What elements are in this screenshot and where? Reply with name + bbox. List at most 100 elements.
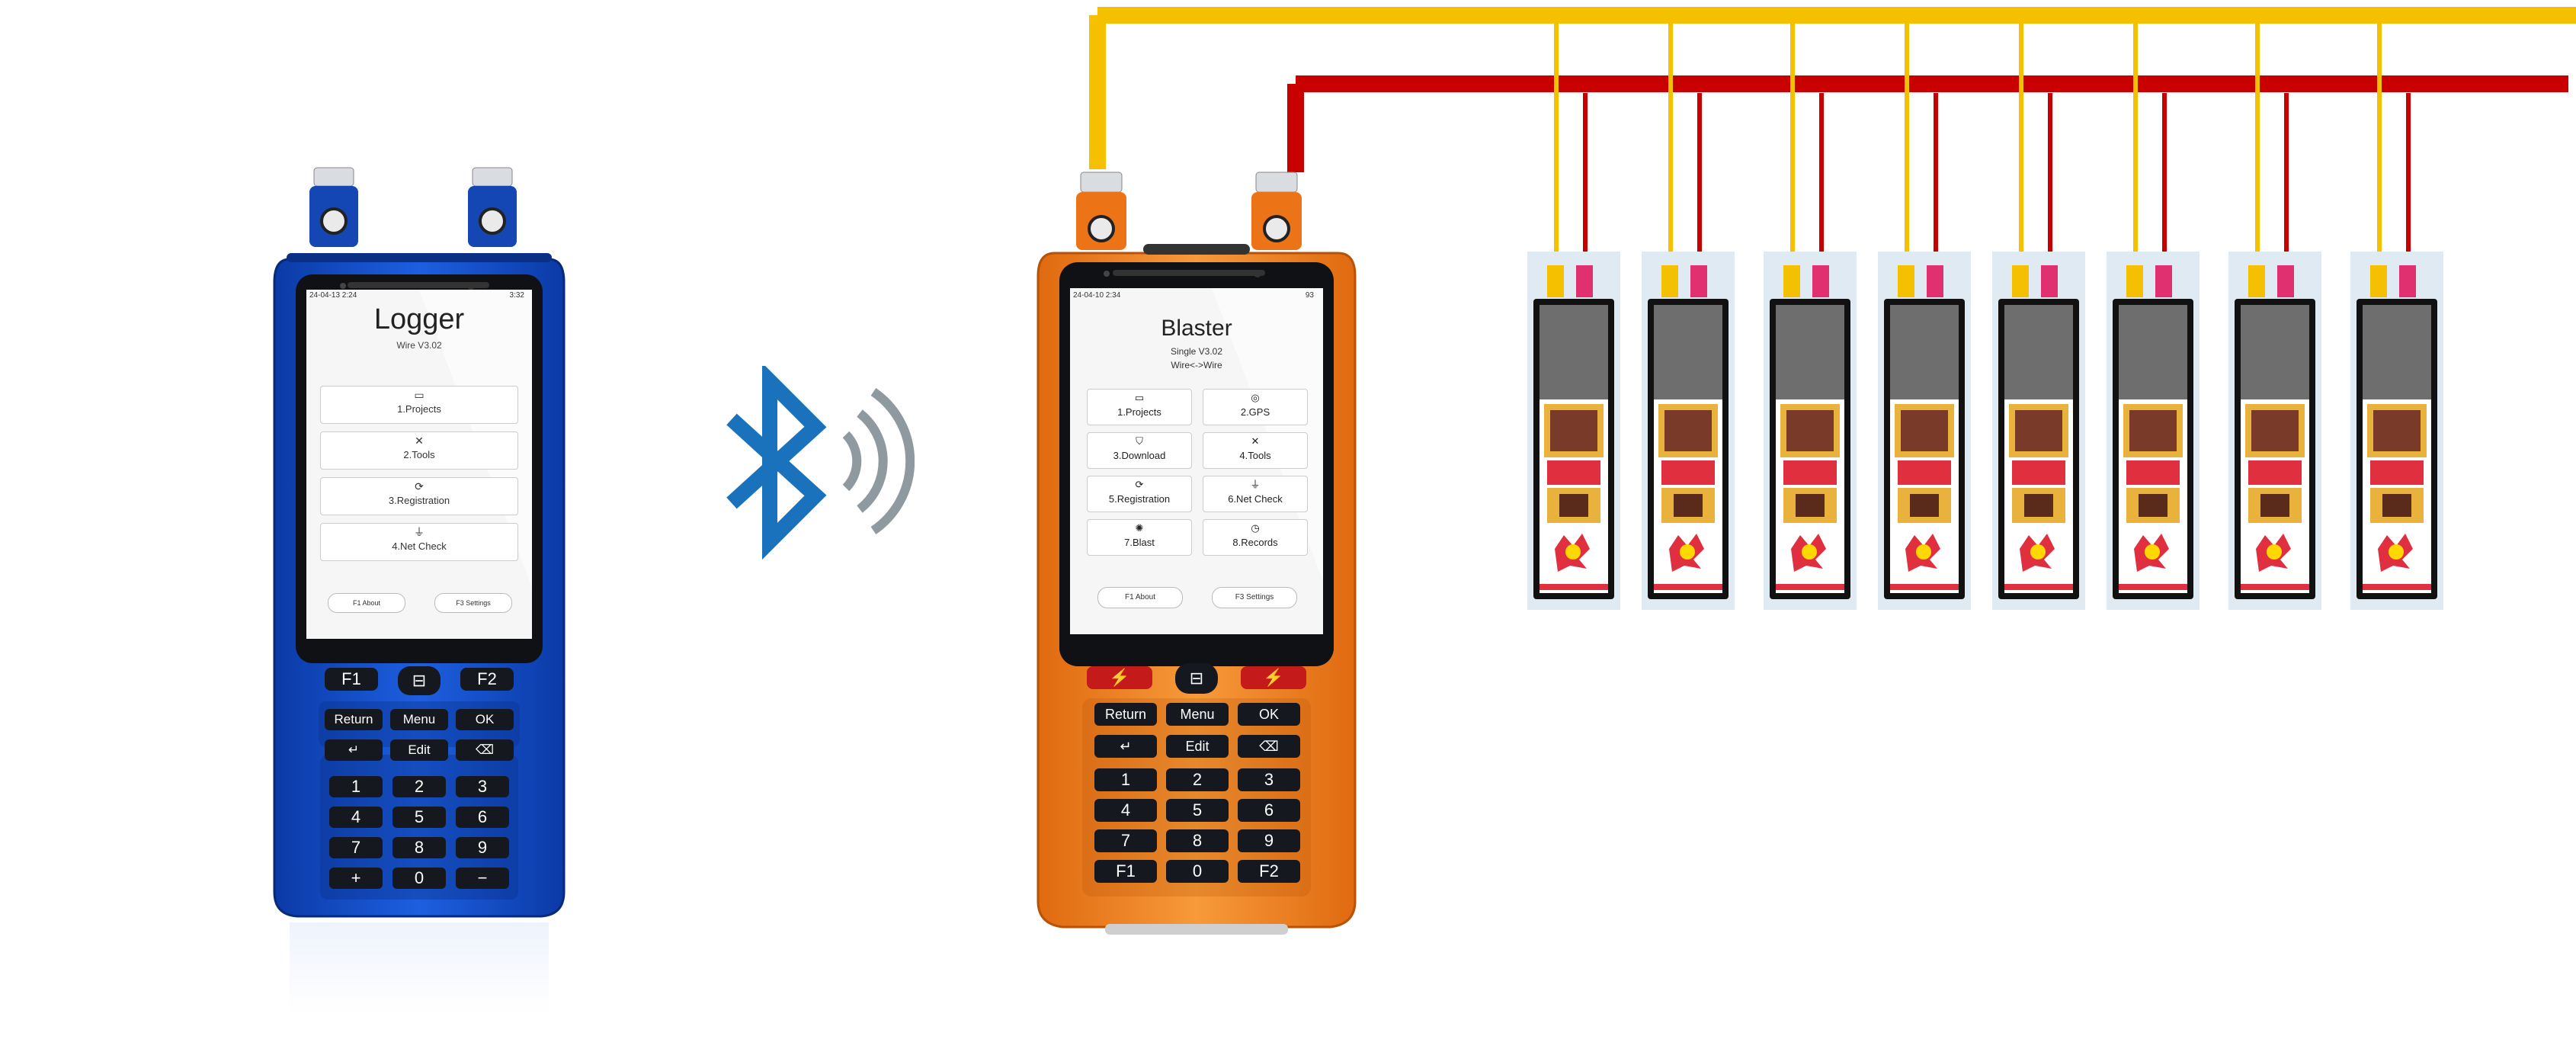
- logger-key-7[interactable]: 7: [329, 837, 383, 858]
- blaster-key-2[interactable]: 2: [1166, 768, 1229, 791]
- logger-key-return[interactable]: Return: [325, 709, 383, 730]
- logger-status-right: 3:32: [509, 291, 524, 300]
- signal-wave-large: [870, 388, 915, 534]
- bluetooth-icon: [726, 366, 915, 560]
- blaster-key-return[interactable]: Return: [1094, 703, 1157, 726]
- blaster-menu-gps[interactable]: ◎ 2.GPS: [1203, 389, 1308, 425]
- detonator-3: [1764, 15, 1857, 610]
- logger-key-0[interactable]: 0: [392, 868, 446, 889]
- detonator-8: [2350, 15, 2443, 610]
- tools-icon: ✕: [1251, 435, 1260, 447]
- logger-key-ok[interactable]: OK: [456, 709, 514, 730]
- logger-key-nav[interactable]: ⊟: [398, 666, 441, 695]
- detonator-7: [2228, 15, 2321, 610]
- blaster-key-8[interactable]: 8: [1166, 829, 1229, 852]
- folder-icon: ▭: [414, 389, 425, 401]
- blaster-key-edit[interactable]: Edit: [1166, 735, 1229, 758]
- blaster-menu-registration[interactable]: ⟳ 5.Registration: [1087, 476, 1192, 512]
- blaster-key-f2[interactable]: F2: [1238, 860, 1300, 883]
- blaster-soft-key-left[interactable]: F1 About: [1097, 587, 1183, 608]
- net-check-icon: ⏚: [414, 526, 425, 538]
- logger-status-time: 24-04-13 2:24: [309, 291, 357, 300]
- logger-title: Logger: [373, 303, 465, 335]
- blaster-menu-label: 4.Tools: [1239, 450, 1271, 461]
- logger-device: 24-04-13 2:24 3:32 Logger Wire V3.02 ▭ 1…: [267, 160, 572, 922]
- blaster-menu: ▭ 1.Projects ◎ 2.GPS ⛉ 3.Download ✕ 4.To…: [1087, 389, 1308, 556]
- blaster-key-1[interactable]: 1: [1094, 768, 1157, 791]
- blaster-status-right: 93: [1305, 291, 1314, 300]
- blaster-key-6[interactable]: 6: [1238, 799, 1300, 822]
- blaster-title: Blaster: [1161, 316, 1232, 341]
- logger-key-4[interactable]: 4: [329, 807, 383, 828]
- logger-key-f1[interactable]: F1: [325, 668, 378, 691]
- nav-pad-icon: ⊟: [1189, 669, 1204, 688]
- blaster-key-3[interactable]: 3: [1238, 768, 1300, 791]
- logger-key-6[interactable]: 6: [456, 807, 509, 828]
- blaster-key-7[interactable]: 7: [1094, 829, 1157, 852]
- blaster-key-4[interactable]: 4: [1094, 799, 1157, 822]
- logger-key-9[interactable]: 9: [456, 837, 509, 858]
- logger-key-f2[interactable]: F2: [460, 668, 514, 691]
- blaster-soft-key-right[interactable]: F3 Settings: [1212, 587, 1297, 608]
- gps-icon: ◎: [1251, 392, 1260, 403]
- logger-key-enter[interactable]: ↵: [325, 739, 383, 761]
- logger-menu-label: 4.Net Check: [392, 540, 447, 552]
- logger-key-edit[interactable]: Edit: [390, 739, 448, 761]
- blaster-menu-projects[interactable]: ▭ 1.Projects: [1087, 389, 1192, 425]
- logger-menu-tools[interactable]: ✕ 2.Tools: [320, 431, 518, 470]
- blaster-key-5[interactable]: 5: [1166, 799, 1229, 822]
- blaster-key-menu[interactable]: Menu: [1166, 703, 1229, 726]
- nav-pad-icon: ⊟: [412, 671, 427, 690]
- logger-key-2[interactable]: 2: [392, 776, 446, 797]
- blaster-menu-label: 6.Net Check: [1228, 493, 1283, 505]
- lightning-icon: ⚡: [1109, 668, 1130, 687]
- blast-icon: ✺: [1135, 522, 1144, 534]
- blaster-key-backspace[interactable]: ⌫: [1238, 735, 1300, 758]
- blaster-menu-download[interactable]: ⛉ 3.Download: [1087, 432, 1192, 469]
- logger-key-minus[interactable]: −: [456, 868, 509, 889]
- blaster-key-nav[interactable]: ⊟: [1175, 663, 1218, 694]
- logger-key-menu[interactable]: Menu: [390, 709, 448, 730]
- records-icon: ◷: [1251, 522, 1260, 534]
- blaster-keypad: ⚡ ⊟ ⚡ Return Menu OK ↵ Edit ⌫ 1 2 3 4 5 …: [1029, 169, 1364, 939]
- detonator-6: [2107, 15, 2200, 610]
- logger-soft-key-left[interactable]: F1 About: [328, 593, 405, 613]
- logger-menu-projects[interactable]: ▭ 1.Projects: [320, 386, 518, 424]
- blaster-menu-label: 5.Registration: [1108, 493, 1171, 505]
- blaster-menu-label: 1.Projects: [1117, 406, 1161, 418]
- logger-menu-registration[interactable]: ⟳ 3.Registration: [320, 477, 518, 515]
- blaster-menu-tools[interactable]: ✕ 4.Tools: [1203, 432, 1308, 469]
- blaster-key-0[interactable]: 0: [1166, 860, 1229, 883]
- logger-key-3[interactable]: 3: [456, 776, 509, 797]
- blaster-menu-net-check[interactable]: ⏚ 6.Net Check: [1203, 476, 1308, 512]
- logger-menu-label: 1.Projects: [397, 403, 441, 415]
- logger-menu-label: 2.Tools: [403, 449, 435, 460]
- logger-subtitle: Wire V3.02: [396, 340, 442, 351]
- logger-key-plus[interactable]: +: [329, 868, 383, 889]
- logger-key-5[interactable]: 5: [392, 807, 446, 828]
- logger-status-bar: 24-04-13 2:24 3:32: [309, 291, 529, 302]
- blaster-menu-label: 3.Download: [1113, 450, 1166, 461]
- backspace-icon: ⌫: [1259, 739, 1279, 754]
- blaster-status-bar: 24-04-10 2:34 93: [1073, 291, 1318, 302]
- blaster-menu-records[interactable]: ◷ 8.Records: [1203, 519, 1308, 556]
- logger-key-1[interactable]: 1: [329, 776, 383, 797]
- enter-icon: ↵: [1120, 739, 1132, 754]
- blaster-key-f1[interactable]: F1: [1094, 860, 1157, 883]
- blaster-status-time: 24-04-10 2:34: [1073, 291, 1121, 300]
- blaster-key-enter[interactable]: ↵: [1094, 735, 1157, 758]
- blaster-menu-blast[interactable]: ✺ 7.Blast: [1087, 519, 1192, 556]
- blaster-fire-left-button[interactable]: ⚡: [1087, 666, 1152, 689]
- blaster-key-ok[interactable]: OK: [1238, 703, 1300, 726]
- logger-soft-key-right[interactable]: F3 Settings: [434, 593, 512, 613]
- registration-icon: ⟳: [415, 480, 424, 492]
- logger-menu-net-check[interactable]: ⏚ 4.Net Check: [320, 523, 518, 561]
- blaster-key-9[interactable]: 9: [1238, 829, 1300, 852]
- blaster-fire-right-button[interactable]: ⚡: [1241, 666, 1306, 689]
- signal-wave-small: [842, 431, 862, 492]
- logger-key-8[interactable]: 8: [392, 837, 446, 858]
- logger-key-backspace[interactable]: ⌫: [456, 739, 514, 761]
- folder-icon: ▭: [1134, 392, 1145, 403]
